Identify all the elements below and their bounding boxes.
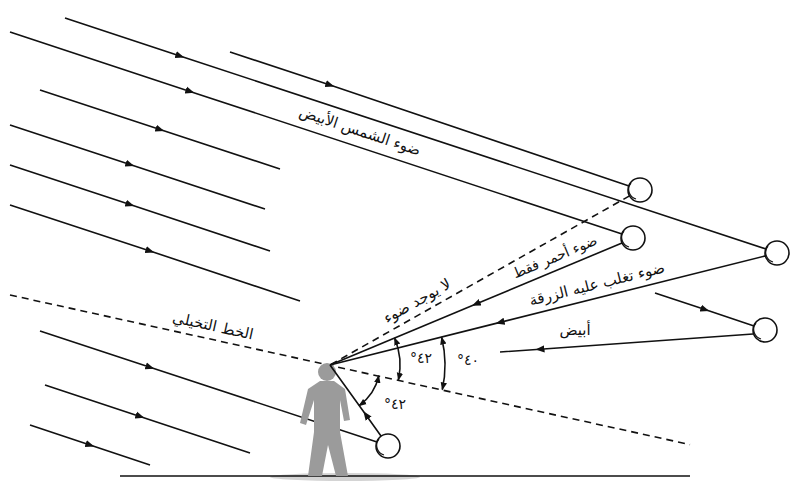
raindrop-detail	[629, 183, 636, 199]
angle-arc	[442, 337, 445, 390]
sun-ray	[45, 385, 250, 453]
ray-label: ضوء أحمر فقط	[508, 231, 601, 283]
ground-line	[120, 475, 690, 477]
raindrop	[628, 178, 652, 202]
sun-ray	[10, 125, 265, 209]
line-label: الخط التخيلي	[169, 308, 257, 344]
observer-figure	[300, 381, 350, 476]
white-light-ray	[500, 334, 753, 352]
sunlight-label: ضوء الشمس الأبيض	[295, 102, 425, 160]
angle-arc	[395, 338, 400, 380]
imaginary-line	[10, 295, 690, 445]
raindrop-detail	[754, 323, 761, 339]
sun-ray	[655, 293, 754, 326]
raindrop-detail	[622, 231, 629, 247]
raindrop	[765, 241, 789, 265]
angle-label: ٤٠°	[455, 352, 481, 369]
raindrop	[621, 226, 645, 250]
sun-ray	[10, 205, 300, 301]
sun-ray	[30, 425, 150, 465]
angle-label: ٤٢°	[408, 350, 434, 367]
angle-arc	[359, 376, 379, 406]
sun-ray	[10, 165, 270, 251]
sun-ray	[40, 90, 280, 169]
observer-head	[318, 363, 336, 381]
lower-red-ray	[330, 365, 381, 436]
ray-label: أبيض	[557, 321, 592, 339]
sun-ray	[230, 52, 629, 186]
raindrop-detail	[377, 439, 384, 455]
sun-ray	[10, 32, 622, 234]
raindrop	[753, 318, 777, 342]
raindrop	[376, 434, 400, 458]
angle-label: ٤٢°	[382, 396, 408, 413]
ray-label: لا يوجد ضوء	[378, 274, 455, 328]
raindrop-detail	[766, 246, 773, 262]
blue-light-ray	[330, 256, 765, 365]
